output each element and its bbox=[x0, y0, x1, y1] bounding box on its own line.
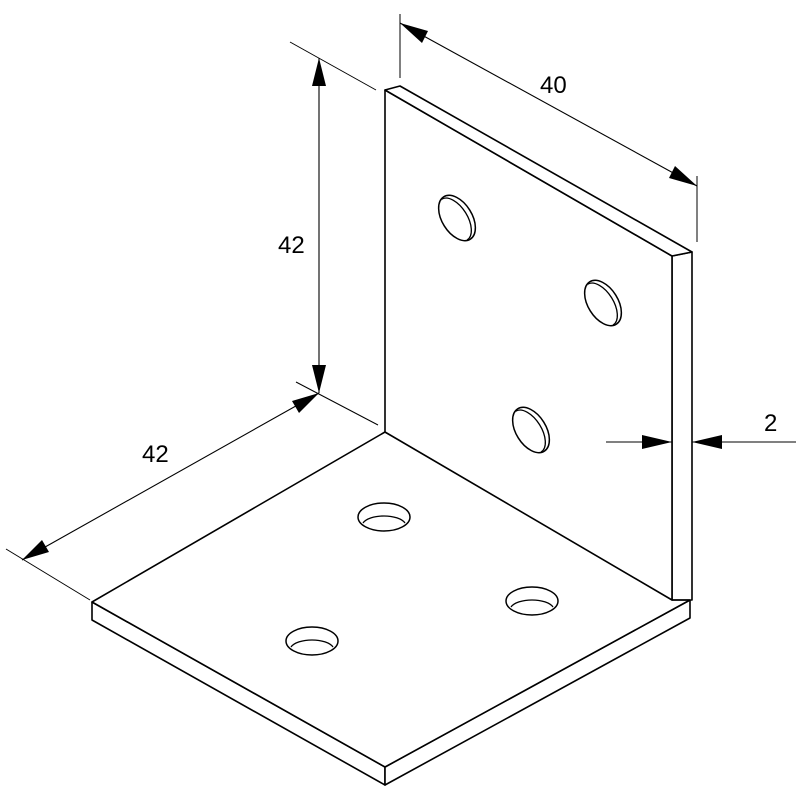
vertical-hole bbox=[511, 406, 551, 454]
thickness-label: 2 bbox=[764, 410, 777, 437]
base-hole bbox=[357, 502, 411, 532]
arrow-head bbox=[312, 365, 326, 393]
base-hole bbox=[285, 626, 339, 656]
width-label: 40 bbox=[540, 72, 567, 99]
depth-label: 42 bbox=[142, 441, 169, 468]
height-label: 42 bbox=[278, 232, 305, 259]
arrow-head bbox=[692, 435, 722, 449]
thickness-dimension: 2 bbox=[606, 410, 796, 449]
vertical-hole bbox=[437, 194, 477, 242]
base-hole bbox=[505, 586, 559, 616]
arrow-head bbox=[292, 393, 319, 413]
arrow-head bbox=[669, 166, 697, 186]
arrow-head bbox=[312, 58, 326, 86]
width-dimension: 40 bbox=[399, 14, 698, 242]
depth-dimension: 42 bbox=[5, 392, 320, 601]
arrow-head bbox=[22, 540, 49, 560]
vertical-plate-top-edge bbox=[384, 85, 693, 257]
arrow-head bbox=[400, 23, 428, 43]
arrow-head bbox=[642, 435, 672, 449]
vertical-plate-thickness bbox=[671, 251, 693, 601]
vertical-hole bbox=[583, 279, 623, 327]
height-dimension: 42 bbox=[278, 41, 379, 426]
